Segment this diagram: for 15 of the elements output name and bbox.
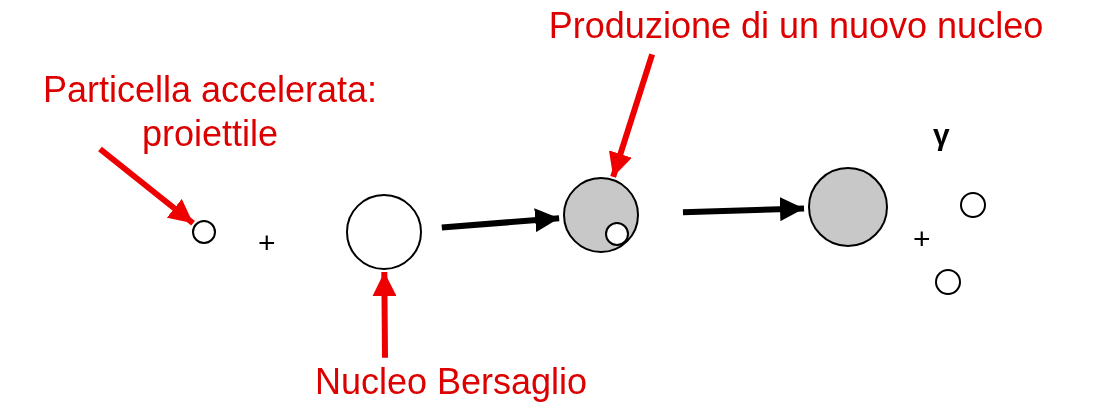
particle-circle [605, 222, 629, 246]
leader-arrow [609, 53, 655, 178]
reaction-arrow [682, 197, 805, 222]
leader-arrow [98, 146, 195, 226]
particle-circle [935, 269, 961, 295]
plus-sign: + [913, 222, 931, 256]
callout-label: Produzione di un nuovo nucleo [500, 4, 1092, 52]
callout-label: Particella accelerata: proiettile [10, 68, 410, 158]
reaction-arrow [441, 208, 560, 233]
particle-circle [960, 192, 986, 218]
callout-label: Nucleo Bersaglio [286, 360, 616, 406]
particle-circle [192, 220, 216, 244]
gamma-symbol: γ [933, 118, 950, 152]
leader-arrow [372, 271, 397, 358]
plus-sign: + [258, 226, 276, 260]
